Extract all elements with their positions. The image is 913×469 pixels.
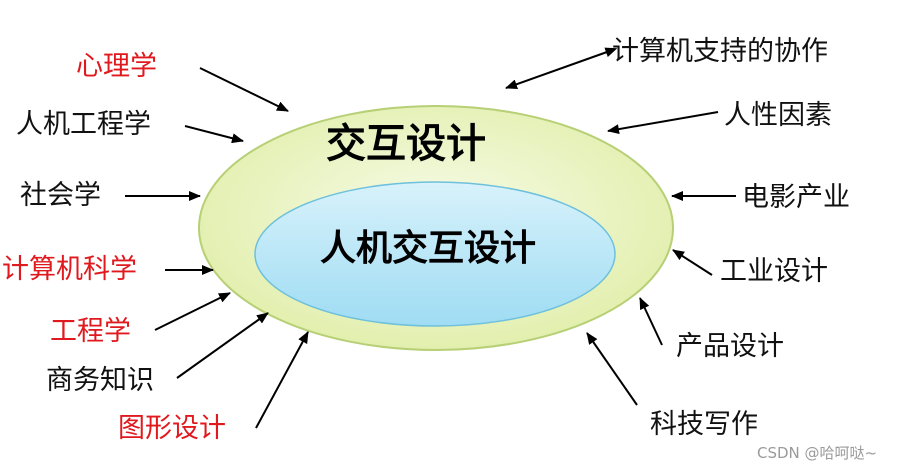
label-cscw: 计算机支持的协作 xyxy=(612,36,828,67)
watermark: CSDN @哈呵哒~ xyxy=(757,444,878,462)
label-psychology: 心理学 xyxy=(76,51,157,82)
inner-title: 人机交互设计 xyxy=(320,228,537,269)
label-human-factors: 人性因素 xyxy=(724,100,832,131)
arrow-ergonomics xyxy=(184,125,244,144)
arrow-business xyxy=(176,312,269,379)
label-product-design: 产品设计 xyxy=(676,331,784,362)
label-sociology: 社会学 xyxy=(20,180,101,211)
arrow-product-design xyxy=(639,297,663,346)
label-graphic-design: 图形设计 xyxy=(118,413,226,444)
inner-ellipse xyxy=(254,181,616,327)
arrow-cscw xyxy=(505,47,618,90)
arrow-psychology xyxy=(199,67,289,112)
outer-title: 交互设计 xyxy=(326,121,486,167)
arrows-group xyxy=(125,47,736,429)
label-film-industry: 电影产业 xyxy=(742,182,850,213)
label-computer-science: 计算机科学 xyxy=(2,254,137,285)
arrow-industrial-design xyxy=(672,249,713,276)
label-engineering: 工程学 xyxy=(50,316,131,347)
arrow-human-factors xyxy=(607,111,719,135)
label-business-knowledge: 商务知识 xyxy=(46,365,154,396)
label-technical-writing: 科技写作 xyxy=(650,409,758,440)
arrow-engineering xyxy=(154,292,231,331)
arrow-technical-writing xyxy=(586,332,638,406)
arrow-graphic-design xyxy=(255,331,309,429)
label-industrial-design: 工业设计 xyxy=(720,256,828,287)
label-ergonomics: 人机工程学 xyxy=(16,109,151,140)
